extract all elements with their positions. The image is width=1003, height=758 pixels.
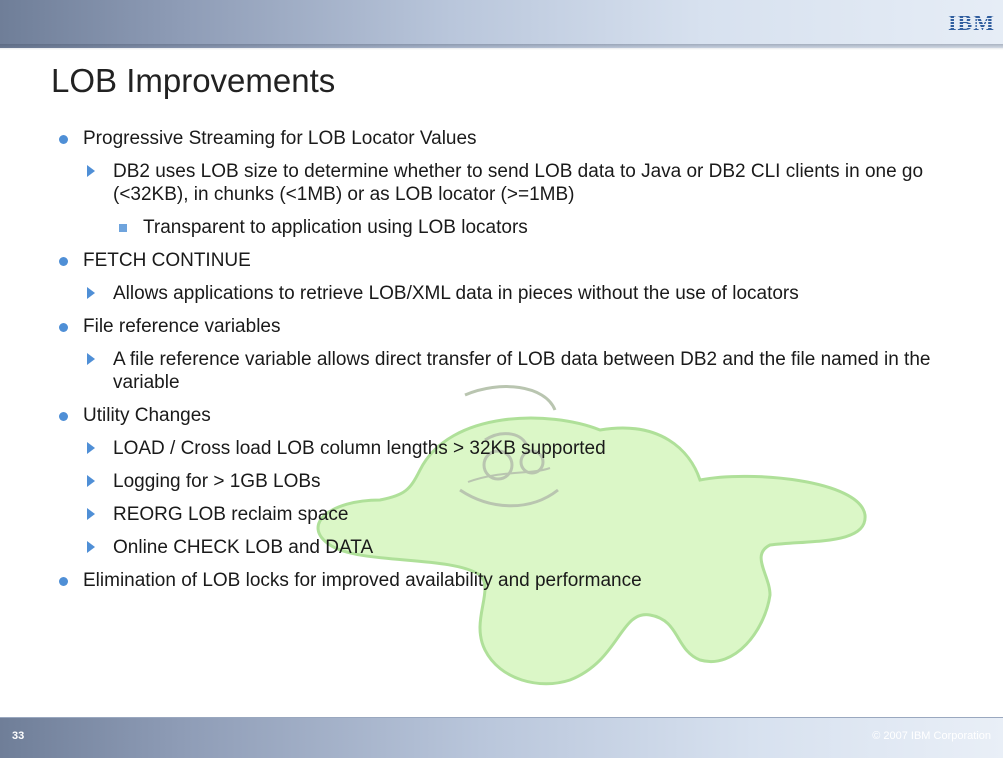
bullet-arrow-icon <box>87 287 95 299</box>
bullet-dot-icon <box>59 412 68 421</box>
list-item-text: Elimination of LOB locks for improved av… <box>83 570 642 591</box>
list-item: FETCH CONTINUE <box>58 249 978 272</box>
list-item: Transparent to application using LOB loc… <box>58 216 978 239</box>
list-item: LOAD / Cross load LOB column lengths > 3… <box>58 437 978 460</box>
header-bar <box>0 0 1003 48</box>
header-shadow <box>0 44 1003 50</box>
page-number: 33 <box>12 730 25 742</box>
list-item-text: Progressive Streaming for LOB Locator Va… <box>83 128 477 149</box>
list-item-text: Allows applications to retrieve LOB/XML … <box>113 283 799 304</box>
ghost-mascot-watermark <box>316 385 867 686</box>
list-item: DB2 uses LOB size to determine whether t… <box>58 160 978 206</box>
ibm-logo: IBM <box>948 10 995 35</box>
list-item: A file reference variable allows direct … <box>58 348 978 394</box>
list-item-text: FETCH CONTINUE <box>83 250 251 271</box>
list-item: Elimination of LOB locks for improved av… <box>58 569 978 592</box>
list-item-text: REORG LOB reclaim space <box>113 504 349 525</box>
list-item-text: Online CHECK LOB and DATA <box>113 537 374 558</box>
bullet-list: Progressive Streaming for LOB Locator Va… <box>58 127 978 602</box>
copyright-notice: © 2007 IBM Corporation <box>872 730 991 742</box>
list-item: REORG LOB reclaim space <box>58 503 978 526</box>
list-item: Logging for > 1GB LOBs <box>58 470 978 493</box>
footer-bar: 33 © 2007 IBM Corporation <box>0 717 1003 758</box>
bullet-dot-icon <box>59 257 68 266</box>
list-item: Allows applications to retrieve LOB/XML … <box>58 282 978 305</box>
slide-title: LOB Improvements <box>51 62 336 99</box>
bullet-arrow-icon <box>87 353 95 365</box>
list-item: Progressive Streaming for LOB Locator Va… <box>58 127 978 150</box>
list-item: File reference variables <box>58 315 978 338</box>
bullet-arrow-icon <box>87 541 95 553</box>
list-item: Online CHECK LOB and DATA <box>58 536 978 559</box>
bullet-arrow-icon <box>87 508 95 520</box>
list-item: Utility Changes <box>58 404 978 427</box>
list-item-text: Transparent to application using LOB loc… <box>143 217 528 238</box>
list-item-text: A file reference variable allows direct … <box>113 349 931 393</box>
bullet-dot-icon <box>59 323 68 332</box>
bullet-square-icon <box>119 224 127 232</box>
list-item-text: File reference variables <box>83 316 281 337</box>
bullet-dot-icon <box>59 577 68 586</box>
bullet-arrow-icon <box>87 442 95 454</box>
bullet-arrow-icon <box>87 475 95 487</box>
bullet-arrow-icon <box>87 165 95 177</box>
list-item-text: DB2 uses LOB size to determine whether t… <box>113 161 924 205</box>
list-item-text: LOAD / Cross load LOB column lengths > 3… <box>113 438 606 459</box>
list-item-text: Logging for > 1GB LOBs <box>113 471 321 492</box>
bullet-dot-icon <box>59 135 68 144</box>
list-item-text: Utility Changes <box>83 405 211 426</box>
